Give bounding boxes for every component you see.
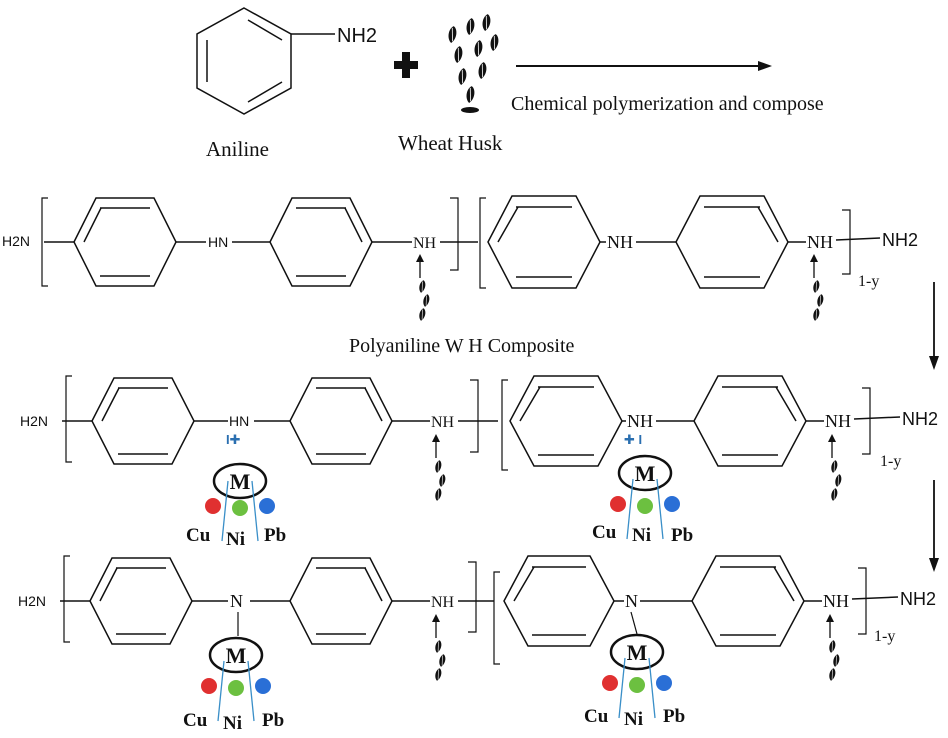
s1-subscript: 1-y <box>858 273 879 290</box>
s3-ni-left: Ni <box>223 713 242 734</box>
plus-icon <box>394 52 418 78</box>
aniline-nh2: NH2 <box>337 25 377 47</box>
s2-charge-right: ✚ I <box>624 432 642 447</box>
s2-hn: HN <box>229 413 249 429</box>
s2-metal-complex-left <box>204 462 276 542</box>
s3-metal-complex-left <box>200 636 272 722</box>
s1-h2n: H2N <box>2 233 30 249</box>
s1-nh-b: NH <box>607 232 633 252</box>
s3-metal-left: M <box>226 643 247 668</box>
s3-cu-right: Cu <box>584 706 609 727</box>
aniline-ring <box>196 7 335 115</box>
s2-pb-right: Pb <box>671 525 693 546</box>
s1-nh-c: NH <box>807 232 833 252</box>
s3-ni-right: Ni <box>624 709 643 730</box>
reaction-arrow-caption: Chemical polymerization and compose <box>511 93 824 115</box>
s2-metal-left: M <box>230 469 251 494</box>
s3-pb-left: Pb <box>262 710 284 731</box>
structure-1: H2N HN NH NH NH NH2 1 <box>2 195 918 321</box>
s3-nh-a: NH <box>431 594 455 611</box>
s3-subscript: 1-y <box>874 628 895 645</box>
s3-metal-complex-right <box>601 633 673 719</box>
s3-cu-left: Cu <box>183 710 208 731</box>
reaction-arrow <box>516 61 772 71</box>
s2-ni-right: Ni <box>632 525 651 546</box>
s2-pb-left: Pb <box>264 525 286 546</box>
s3-n-left: N <box>230 591 243 611</box>
aniline-label: Aniline <box>206 137 269 161</box>
down-arrow-1 <box>929 282 939 370</box>
s3-metal-right: M <box>627 640 648 665</box>
s2-metal-complex-right <box>609 454 681 540</box>
s3-nh2: NH2 <box>900 589 936 609</box>
s3-n-right: N <box>625 591 638 611</box>
wheat-husk-icon <box>446 13 501 113</box>
s2-charge-left: I✚ <box>226 432 241 447</box>
s2-nh-b: NH <box>627 411 653 431</box>
composite-caption: Polyaniline W H Composite <box>349 335 574 357</box>
s2-metal-right: M <box>635 461 656 486</box>
wheat-husk-label: Wheat Husk <box>398 131 503 155</box>
s1-hn: HN <box>208 234 228 250</box>
s3-nh-c: NH <box>823 591 849 611</box>
structure-2: H2N HN I✚ NH NH ✚ I NH <box>20 375 938 550</box>
s2-nh-c: NH <box>825 411 851 431</box>
s2-nh-a: NH <box>431 414 455 431</box>
s1-nh2: NH2 <box>882 230 918 250</box>
s2-cu-left: Cu <box>186 525 211 546</box>
s2-ni-left: Ni <box>226 529 245 550</box>
s2-subscript: 1-y <box>880 453 901 470</box>
s3-pb-right: Pb <box>663 706 685 727</box>
s3-h2n: H2N <box>18 593 46 609</box>
s1-nh-a: NH <box>413 235 437 252</box>
s2-h2n: H2N <box>20 413 48 429</box>
s2-nh2: NH2 <box>902 409 938 429</box>
s2-cu-right: Cu <box>592 522 617 543</box>
structure-3: H2N N NH N NH N <box>18 555 936 734</box>
down-arrow-2 <box>929 480 939 572</box>
